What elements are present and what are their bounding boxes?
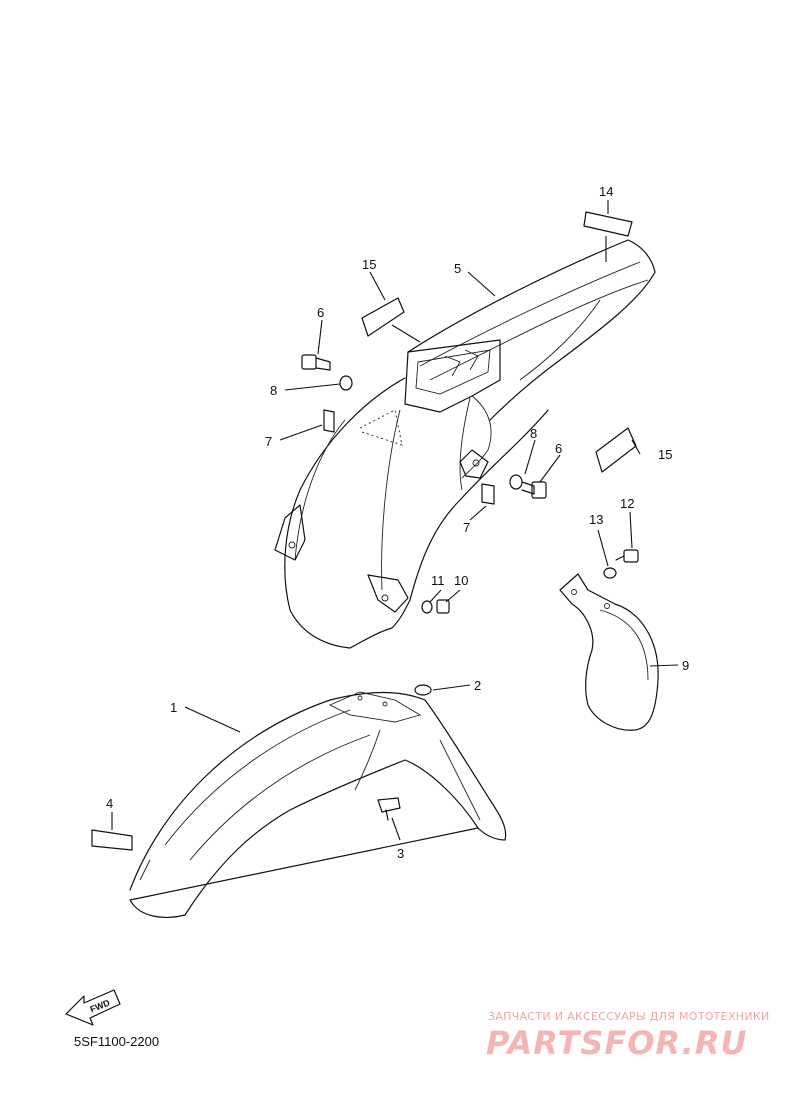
sticker-4 bbox=[91, 829, 133, 851]
callout-14: 14 bbox=[599, 184, 613, 199]
leader-lines bbox=[111, 200, 679, 841]
callout-4: 4 bbox=[106, 796, 113, 811]
callout-7-upper: 7 bbox=[265, 434, 272, 449]
collar-8-right bbox=[509, 474, 523, 490]
callout-2: 2 bbox=[474, 678, 481, 693]
callout-1: 1 bbox=[170, 700, 177, 715]
callouts: 14 5 15 6 8 7 8 6 15 7 12 13 11 10 9 2 1… bbox=[106, 184, 689, 861]
callout-6-upper: 6 bbox=[317, 305, 324, 320]
callout-15-right: 15 bbox=[658, 447, 672, 462]
rear-fender bbox=[274, 239, 656, 649]
watermark: ЗАПЧАСТИ И АКСЕССУАРЫ ДЛЯ МОТОТЕХНИКИ PA… bbox=[486, 1010, 770, 1062]
collar-8-upper bbox=[339, 375, 353, 391]
callout-7-right: 7 bbox=[463, 520, 470, 535]
sticker-14 bbox=[583, 211, 633, 237]
callout-9: 9 bbox=[682, 658, 689, 673]
bolt-6-right bbox=[521, 481, 547, 499]
callout-8-upper: 8 bbox=[270, 383, 277, 398]
front-fender bbox=[129, 691, 507, 918]
watermark-tagline: ЗАПЧАСТИ И АКСЕССУАРЫ ДЛЯ МОТОТЕХНИКИ bbox=[488, 1010, 770, 1023]
callout-6-right: 6 bbox=[555, 441, 562, 456]
washer-13 bbox=[603, 567, 617, 579]
watermark-logo: PARTSFOR.RU bbox=[486, 1024, 747, 1062]
washer-11 bbox=[421, 600, 433, 614]
sticker-15-right bbox=[595, 427, 637, 473]
callout-12: 12 bbox=[620, 496, 634, 511]
fwd-arrow-icon: FWD bbox=[65, 989, 121, 1026]
callout-3: 3 bbox=[397, 846, 404, 861]
nut-7-upper bbox=[323, 409, 335, 433]
mud-flap bbox=[559, 573, 659, 731]
nut-7-right bbox=[481, 483, 495, 505]
callout-5: 5 bbox=[454, 261, 461, 276]
callout-8-right: 8 bbox=[530, 426, 537, 441]
diagram-code: 5SF1100-2200 bbox=[74, 1034, 159, 1049]
sticker-15-upper bbox=[361, 297, 405, 337]
callout-13: 13 bbox=[589, 512, 603, 527]
screw-10 bbox=[436, 599, 450, 614]
bolt-6-upper bbox=[301, 354, 331, 371]
callout-11: 11 bbox=[431, 573, 445, 588]
callout-10: 10 bbox=[454, 573, 468, 588]
bolt-3 bbox=[377, 797, 401, 821]
screw-12 bbox=[615, 549, 639, 563]
grommet-2 bbox=[414, 684, 432, 696]
callout-15-upper: 15 bbox=[362, 257, 376, 272]
